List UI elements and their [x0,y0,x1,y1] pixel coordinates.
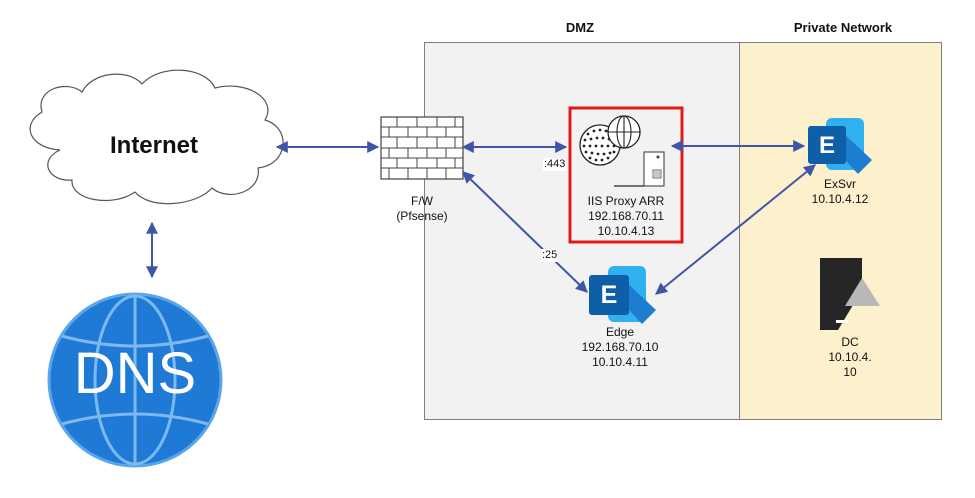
web-server-icon [579,115,665,187]
firewall-brick-icon [380,116,464,180]
exsvr-ip: 10.10.4.12 [811,192,869,206]
domain-controller-icon [820,258,880,330]
dc-ip-line2: 10 [843,365,857,379]
edge-ip1: 192.168.70.10 [581,340,659,354]
proxy-ip1: 192.168.70.11 [588,209,664,223]
dc-name: DC [841,335,859,349]
arrow-edge-exsvr [655,164,816,295]
dns-label: DNS [73,341,197,406]
proxy-ip2: 10.10.4.13 [597,224,655,238]
port-443-label: :443 [543,158,567,171]
dc-label: DC 10.10.4. 10 [800,335,900,380]
exsvr-name: ExSvr [823,177,856,191]
firewall-label-line2: (Pfsense) [396,209,448,223]
connection-arrows [146,140,816,295]
firewall-label: F/W (Pfsense) [372,194,472,224]
private-network-zone-title: Private Network [793,20,893,35]
dmz-zone-title: DMZ [565,20,595,35]
proxy-name: IIS Proxy ARR [587,194,665,208]
edge-ip2: 10.10.4.11 [592,355,648,369]
exchange-edge-icon: E [589,266,656,324]
port-25-label: :25 [541,249,559,262]
exchange-exsvr-icon: E [808,118,872,174]
edge-name: Edge [605,325,635,339]
arrow-firewall-edge [462,171,588,293]
exsvr-label: ExSvr 10.10.4.12 [790,177,890,207]
internet-cloud-icon [29,69,284,205]
edge-label: Edge 192.168.70.10 10.10.4.11 [560,325,680,370]
edge-letter: E [601,281,618,309]
internet-label: Internet [109,132,198,159]
firewall-label-line1: F/W [411,194,433,208]
proxy-label: IIS Proxy ARR 192.168.70.11 10.10.4.13 [566,194,686,239]
exsvr-letter: E [819,132,835,159]
dns-globe-icon [47,292,223,468]
dc-ip-line1: 10.10.4. [828,350,872,364]
